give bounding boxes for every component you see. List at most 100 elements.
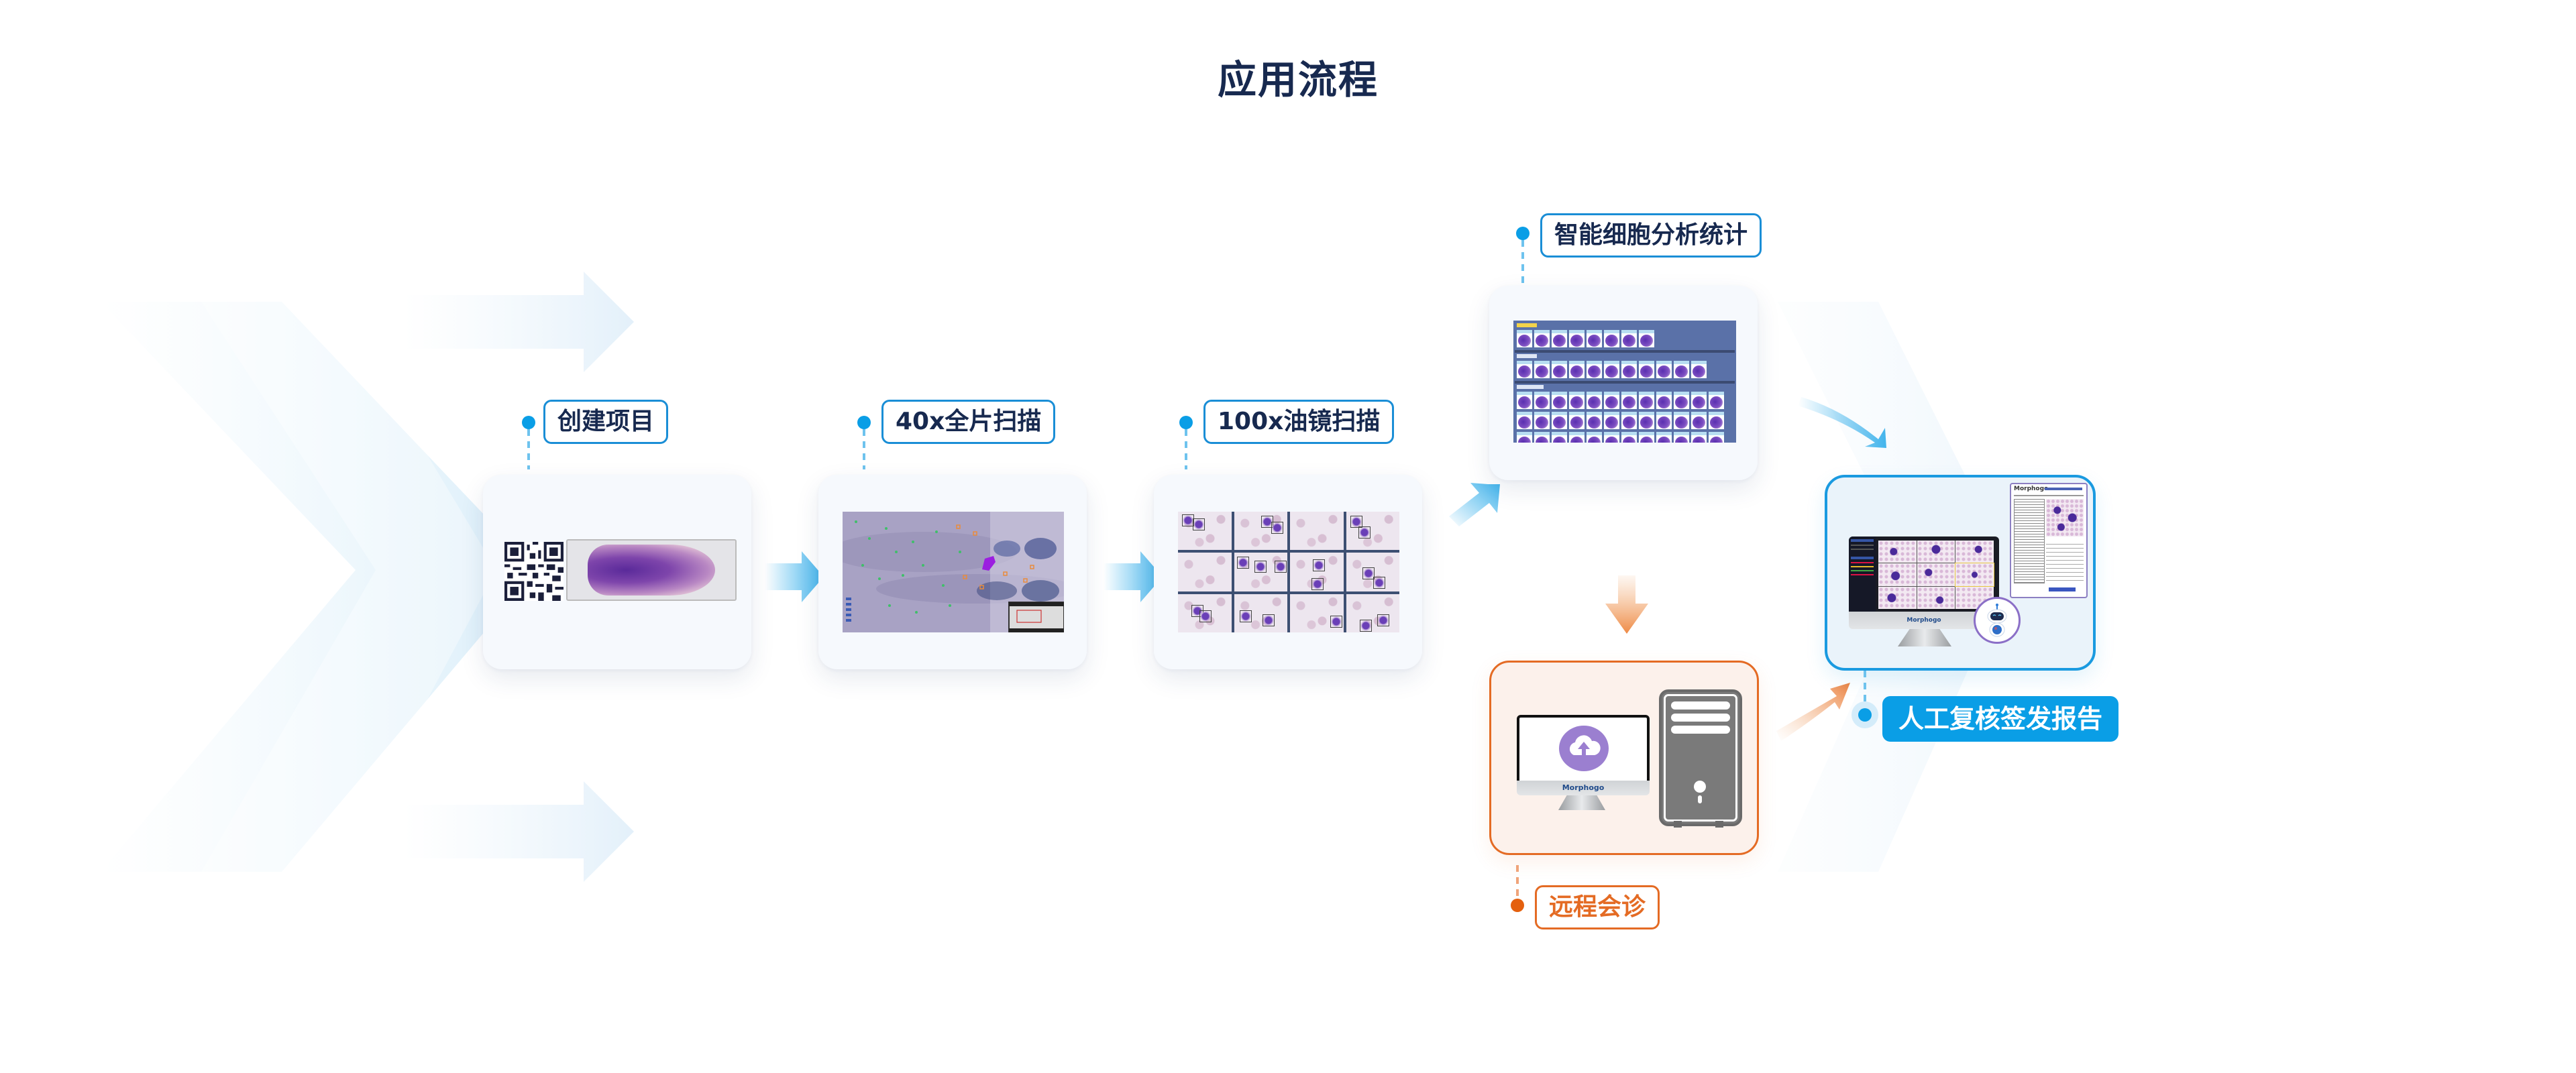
report-heading [2045,488,2082,490]
cell-classification-gallery [1513,321,1736,443]
cell-thumbnail [1621,361,1637,378]
power-button-icon [1694,781,1706,793]
cell-thumbnail [1534,361,1550,378]
oil-immersion-field-grid [1178,512,1399,632]
step-marker-dot [1851,701,1878,728]
cell-thumbnail [1534,330,1550,347]
cell-thumbnail [1691,361,1707,378]
report-rule [2014,495,2084,496]
cell-thumbnail [1569,330,1585,347]
cell-thumbnail [1517,330,1532,347]
field-tile [1178,553,1232,591]
diagnostic-report-document: Morphogo [2010,483,2088,598]
report-sign-bar [2049,587,2076,591]
cell-thumbnail [1569,412,1585,429]
cell-thumbnail [1604,361,1619,378]
cell-thumbnail [1587,432,1602,443]
cell-thumbnail [1639,361,1654,378]
field-tile [1178,594,1232,632]
drive-bay [1671,701,1730,710]
step-card-create-project [483,475,751,669]
server-tower [1659,689,1742,826]
field-tile [1346,553,1399,591]
gallery-divider [1515,350,1735,353]
report-brand: Morphogo [2014,486,2049,492]
field-tile [1290,594,1344,632]
robot-glyph [1987,604,2007,637]
power-led [1698,795,1702,803]
step-label-manual-review: 人工复核签发报告 [1882,696,2119,742]
background-chevron-inner [201,302,496,872]
cell-thumbnail [1674,392,1689,409]
cell-thumbnail [1656,412,1672,429]
cell-thumbnail [1517,432,1532,443]
gallery-divider [1515,381,1735,384]
smear-stain [588,545,715,596]
gallery-group-header [1517,323,1733,327]
cell-thumbnail [1552,392,1567,409]
cell-thumbnail [1587,392,1602,409]
step-card-manual-review: Morphogo Morphogo [1825,475,2096,671]
step-connector [1521,240,1524,284]
cell-thumbnail [1656,392,1672,409]
cell-thumbnail [1569,392,1585,409]
tower-foot [1674,821,1682,828]
field-tile [1290,553,1344,591]
cell-thumbnail [1691,432,1707,443]
gallery-row [1515,410,1735,431]
cell-thumbnail [1674,361,1689,378]
arrow-step4-to-review [1798,397,1886,448]
step-label-scan-100x: 100x油镜扫描 [1203,400,1395,444]
step-marker-dot [522,416,535,429]
cell-thumbnail [1709,392,1724,409]
drive-bay [1671,726,1730,734]
page-title: 应用流程 [1217,57,1379,103]
arrow-analysis-to-consult [1605,575,1648,634]
background-chevron [101,302,537,872]
field-tile [1346,594,1399,632]
field-tile [1234,553,1287,591]
cell-thumbnail [1517,392,1532,409]
cell-thumbnail [1709,432,1724,443]
monitor-brand-label: Morphogo [1517,781,1650,795]
arrow-step3-to-step4 [1449,483,1500,526]
arrow-step1-to-step2 [765,551,824,602]
monitor-stand [1558,795,1605,810]
gallery-row [1515,329,1735,349]
step-card-remote-consult: Morphogo [1489,661,1759,855]
step-marker-dot [1511,899,1524,912]
software-sidebar [1849,536,1876,612]
step-marker-dot [857,416,871,429]
cell-thumbnail [1691,392,1707,409]
cell-thumbnail [1691,412,1707,429]
step-marker-dot [1179,416,1193,429]
field-tile [1234,594,1287,632]
tower-foot [1715,821,1723,828]
cell-thumbnail [1639,392,1654,409]
step-connector [1864,671,1866,701]
cell-thumbnail [1587,330,1602,347]
field-tile [1346,512,1399,551]
cloud-upload-icon [1559,726,1609,771]
blood-smear-slide [566,539,737,601]
step-marker-dot [1516,227,1529,240]
cell-thumbnail [1604,392,1619,409]
cell-thumbnail [1656,361,1672,378]
field-tile [1178,512,1232,551]
arrow-step2-to-step3 [1104,551,1163,602]
step-label-create-project: 创建项目 [543,400,669,444]
cell-thumbnail [1517,412,1532,429]
step-label-remote-consult: 远程会诊 [1535,885,1660,929]
step-label-cell-analysis: 智能细胞分析统计 [1540,213,1762,258]
cell-thumbnail [1552,330,1567,347]
ghost-arrow-bottom [402,781,634,882]
cell-thumbnail [1604,432,1619,443]
gallery-group-header [1517,385,1733,389]
robot-assistant-icon [1974,597,2021,644]
step-card-scan-40x [818,475,1087,669]
analysis-software-screen [1849,536,1999,612]
ghost-arrow-top [402,272,634,372]
step-card-cell-analysis [1489,286,1758,480]
cell-thumbnail [1674,432,1689,443]
cell-thumbnail [1621,412,1637,429]
